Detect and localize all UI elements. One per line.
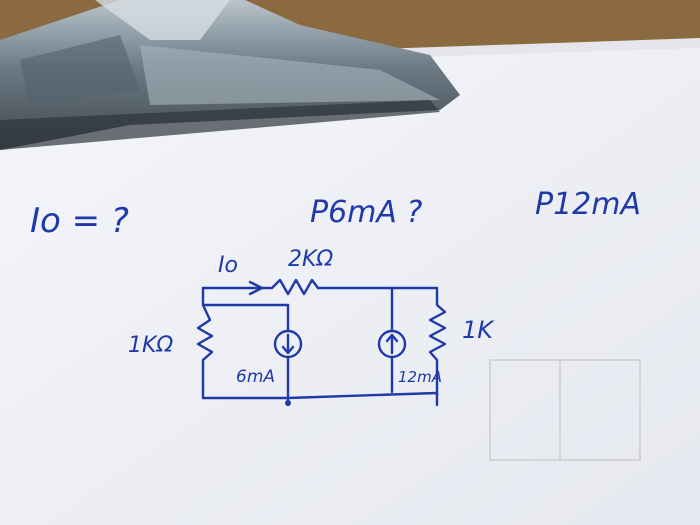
- series-resistor: [270, 278, 320, 296]
- left-source-label: 6mA: [236, 367, 275, 387]
- current-label: Io: [218, 253, 238, 278]
- bleed-through-sketch: [489, 359, 641, 461]
- circuit-drawing: [196, 278, 447, 407]
- metal-clip: [0, 0, 460, 150]
- up-arrow-icon: [385, 333, 399, 355]
- question-p6: P6mA ?: [310, 195, 422, 230]
- series-resistor-label: 2KΩ: [288, 247, 333, 272]
- bottom-wire: [201, 391, 439, 407]
- right-resistor: [428, 286, 447, 397]
- question-io: Io = ?: [30, 201, 129, 241]
- svg-text:Io = ?: Io = ?: [30, 201, 129, 241]
- left-resistor-label: 1KΩ: [128, 333, 173, 358]
- right-source-label: 12mA: [398, 368, 442, 386]
- svg-text:P6mA ?: P6mA ?: [310, 195, 422, 230]
- left-resistor: [196, 303, 214, 400]
- paper-sheet: [0, 48, 700, 525]
- node-dot: [285, 400, 291, 406]
- svg-text:P12mA: P12mA: [535, 187, 641, 222]
- down-arrow-icon: [281, 333, 295, 355]
- question-p12: P12mA: [535, 187, 641, 222]
- current-arrow-icon: [248, 280, 264, 296]
- right-resistor-label: 1K: [462, 316, 495, 344]
